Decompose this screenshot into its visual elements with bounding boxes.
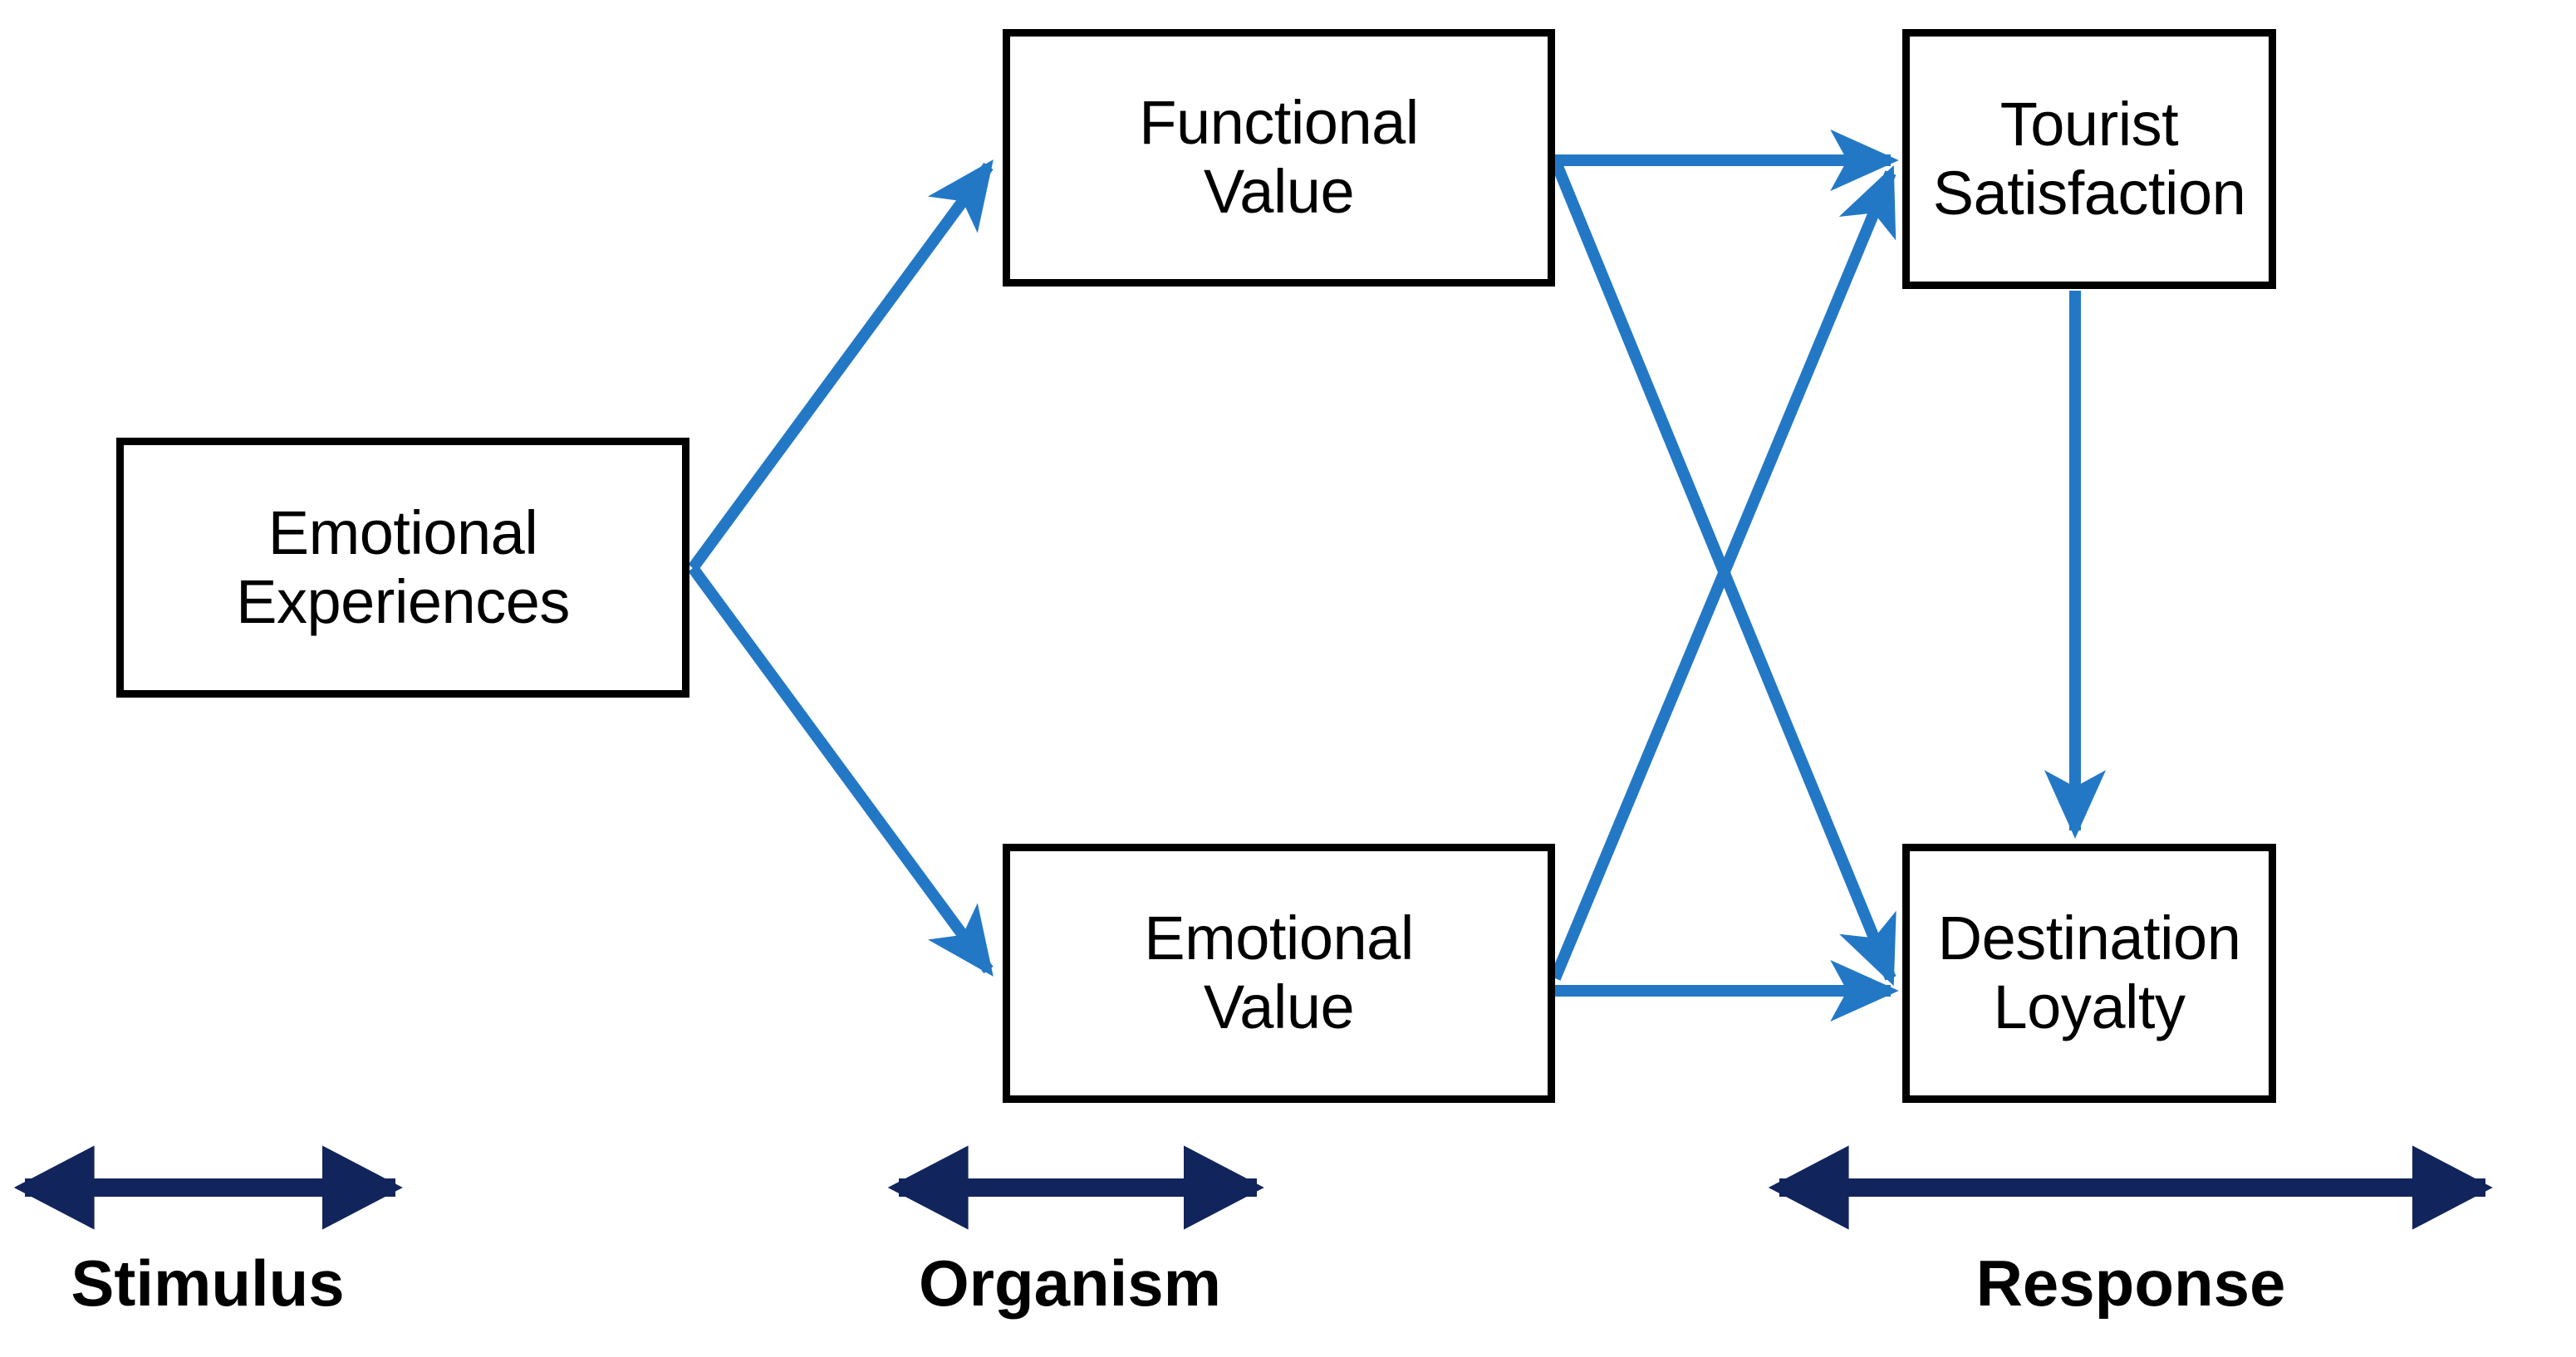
edge-emotional-experiences-to-functional-value [688, 159, 994, 572]
node-destination-loyalty-label: Destination Loyalty [1937, 904, 2241, 1041]
band-label-response: Response [1975, 1247, 2286, 1320]
edge-functional-value-to-destination-loyalty [1549, 158, 1896, 987]
node-tourist-satisfaction-label: Tourist Satisfaction [1932, 89, 2246, 228]
node-functional-value[interactable]: Functional Value [1003, 29, 1555, 287]
node-emotional-value[interactable]: Emotional Value [1003, 844, 1555, 1103]
band-label-stimulus: Stimulus [71, 1247, 345, 1320]
node-destination-loyalty[interactable]: Destination Loyalty [1902, 844, 2276, 1103]
node-emotional-experiences-label: Emotional Experiences [236, 497, 570, 636]
node-emotional-value-label: Emotional Value [1144, 904, 1414, 1041]
edge-emotional-value-to-tourist-satisfaction [1549, 164, 1896, 981]
node-functional-value-label: Functional Value [1139, 88, 1419, 226]
edge-emotional-experiences-to-emotional-value [688, 564, 994, 977]
node-emotional-experiences[interactable]: Emotional Experiences [116, 438, 689, 698]
band-label-organism: Organism [918, 1247, 1222, 1320]
node-tourist-satisfaction[interactable]: Tourist Satisfaction [1902, 29, 2276, 289]
